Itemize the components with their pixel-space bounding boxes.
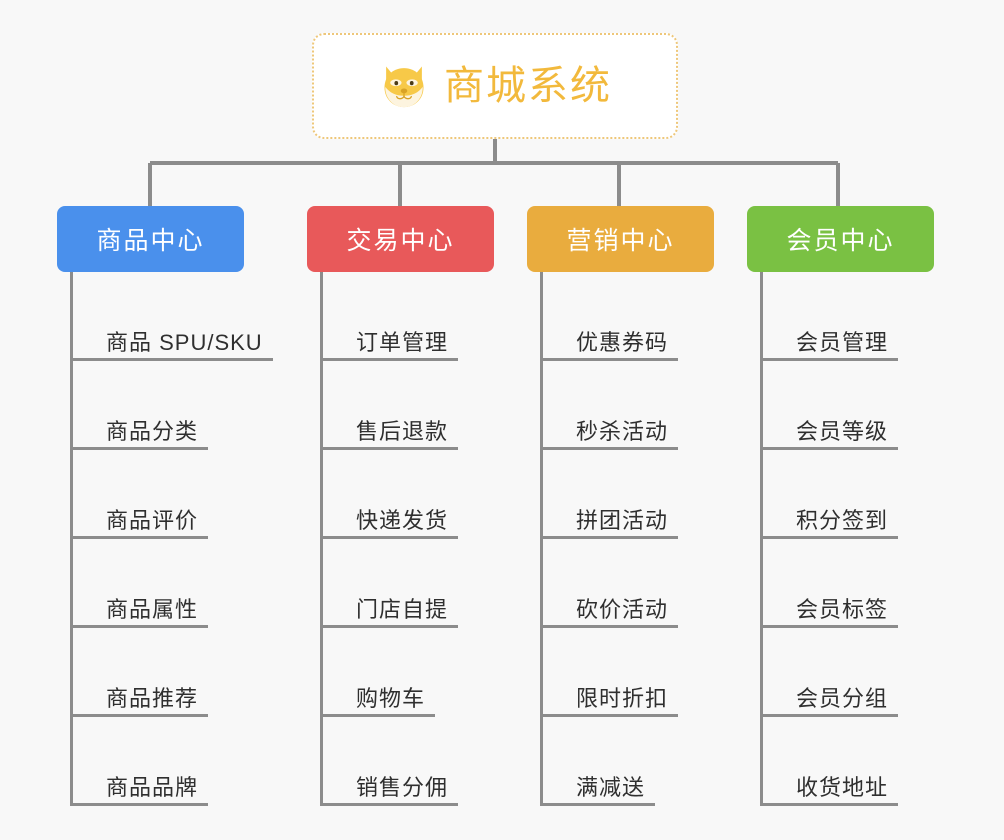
- leaf-item[interactable]: 积分签到: [763, 450, 934, 539]
- leaf-underline: [323, 536, 458, 539]
- leaf-item[interactable]: 门店自提: [323, 539, 494, 628]
- leaf-underline: [543, 714, 678, 717]
- leaf-underline: [73, 625, 208, 628]
- leaf-label: 商品推荐: [106, 685, 199, 711]
- leaf-item[interactable]: 商品推荐: [73, 628, 263, 717]
- leaf-label: 商品评价: [106, 507, 199, 533]
- leaf-label: 会员等级: [796, 418, 889, 444]
- leaf-item[interactable]: 优惠券码: [543, 272, 714, 361]
- leaf-underline: [73, 358, 273, 361]
- leaf-label: 积分签到: [796, 507, 889, 533]
- leaf-underline: [323, 358, 458, 361]
- leaf-item[interactable]: 拼团活动: [543, 450, 714, 539]
- branch-column-会员中心: 会员中心 会员管理 会员等级 积分签到 会员标签 会员分组: [747, 206, 934, 806]
- branch-label-3: 会员中心: [786, 227, 895, 255]
- leaf-item[interactable]: 商品属性: [73, 539, 263, 628]
- leaf-item[interactable]: 秒杀活动: [543, 361, 714, 450]
- branch-column-营销中心: 营销中心 优惠券码 秒杀活动 拼团活动 砍价活动 限时折扣: [527, 206, 714, 806]
- leaf-item[interactable]: 会员标签: [763, 539, 934, 628]
- leaf-label: 商品 SPU/SKU: [106, 329, 263, 355]
- leaf-underline: [543, 536, 678, 539]
- leaf-label: 秒杀活动: [576, 418, 669, 444]
- leaf-underline: [763, 803, 898, 806]
- leaf-label: 满减送: [576, 774, 646, 800]
- leaf-label: 售后退款: [356, 418, 449, 444]
- leaf-list-0: 商品 SPU/SKU 商品分类 商品评价 商品属性 商品推荐 商品品牌: [70, 272, 273, 806]
- leaf-item[interactable]: 满减送: [543, 717, 714, 806]
- leaf-item[interactable]: 购物车: [323, 628, 494, 717]
- leaf-underline: [73, 714, 208, 717]
- leaf-underline: [763, 447, 898, 450]
- leaf-item[interactable]: 会员等级: [763, 361, 934, 450]
- leaf-label: 销售分佣: [356, 774, 449, 800]
- leaf-label: 商品品牌: [106, 774, 199, 800]
- branch-head-3[interactable]: 会员中心: [747, 206, 934, 272]
- branch-label-1: 交易中心: [346, 227, 455, 255]
- leaf-list-3: 会员管理 会员等级 积分签到 会员标签 会员分组 收货地址: [760, 272, 934, 806]
- branch-label-2: 营销中心: [566, 227, 675, 255]
- branch-column-商品中心: 商品中心 商品 SPU/SKU 商品分类 商品评价 商品属性 商品推荐: [57, 206, 273, 806]
- leaf-underline: [323, 625, 458, 628]
- leaf-label: 拼团活动: [576, 507, 669, 533]
- shiba-dog-face-icon: [384, 66, 424, 108]
- leaf-underline: [763, 536, 898, 539]
- leaf-label: 商品分类: [106, 418, 199, 444]
- leaf-underline: [323, 447, 458, 450]
- leaf-label: 会员分组: [796, 685, 889, 711]
- leaf-label: 订单管理: [356, 329, 449, 355]
- leaf-item[interactable]: 商品品牌: [73, 717, 263, 806]
- branch-label-0: 商品中心: [96, 227, 205, 255]
- leaf-underline: [543, 803, 655, 806]
- leaf-label: 砍价活动: [576, 596, 669, 622]
- leaf-underline: [763, 714, 898, 717]
- leaf-label: 快递发货: [356, 507, 449, 533]
- leaf-label: 限时折扣: [576, 685, 669, 711]
- leaf-item[interactable]: 收货地址: [763, 717, 934, 806]
- leaf-underline: [543, 447, 678, 450]
- leaf-list-2: 优惠券码 秒杀活动 拼团活动 砍价活动 限时折扣 满减送: [540, 272, 714, 806]
- leaf-label: 购物车: [356, 685, 426, 711]
- leaf-item[interactable]: 商品 SPU/SKU: [73, 272, 273, 361]
- leaf-item[interactable]: 销售分佣: [323, 717, 494, 806]
- leaf-item[interactable]: 会员分组: [763, 628, 934, 717]
- leaf-item[interactable]: 商品评价: [73, 450, 263, 539]
- leaf-underline: [323, 714, 435, 717]
- leaf-label: 商品属性: [106, 596, 199, 622]
- leaf-label: 会员标签: [796, 596, 889, 622]
- leaf-underline: [73, 447, 208, 450]
- leaf-underline: [543, 358, 678, 361]
- leaf-item[interactable]: 会员管理: [763, 272, 934, 361]
- leaf-item[interactable]: 快递发货: [323, 450, 494, 539]
- leaf-underline: [73, 536, 208, 539]
- leaf-underline: [323, 803, 458, 806]
- leaf-underline: [543, 625, 678, 628]
- leaf-label: 优惠券码: [576, 329, 669, 355]
- leaf-label: 门店自提: [356, 596, 449, 622]
- leaf-label: 会员管理: [796, 329, 889, 355]
- leaf-item[interactable]: 商品分类: [73, 361, 263, 450]
- leaf-list-1: 订单管理 售后退款 快递发货 门店自提 购物车 销售分佣: [320, 272, 494, 806]
- branch-head-1[interactable]: 交易中心: [307, 206, 494, 272]
- leaf-underline: [763, 625, 898, 628]
- root-node[interactable]: 商城系统: [312, 33, 678, 139]
- branch-head-0[interactable]: 商品中心: [57, 206, 244, 272]
- root-title: 商城系统: [444, 64, 612, 108]
- leaf-label: 收货地址: [796, 774, 889, 800]
- branch-column-交易中心: 交易中心 订单管理 售后退款 快递发货 门店自提 购物车: [307, 206, 494, 806]
- leaf-item[interactable]: 限时折扣: [543, 628, 714, 717]
- leaf-underline: [763, 358, 898, 361]
- leaf-underline: [73, 803, 208, 806]
- leaf-item[interactable]: 订单管理: [323, 272, 494, 361]
- leaf-item[interactable]: 售后退款: [323, 361, 494, 450]
- branch-head-2[interactable]: 营销中心: [527, 206, 714, 272]
- leaf-item[interactable]: 砍价活动: [543, 539, 714, 628]
